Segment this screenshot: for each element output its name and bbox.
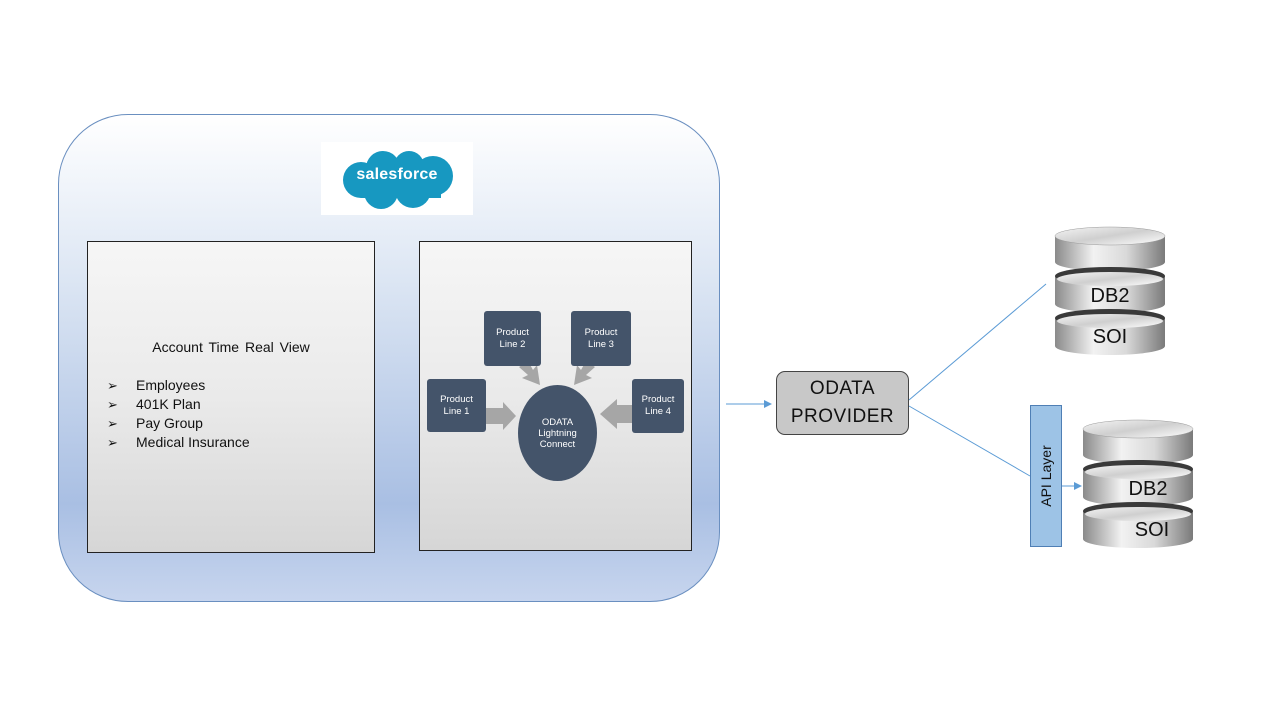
- provider-to-db1-line: [908, 283, 1047, 401]
- account-item: ➢ Employees: [107, 377, 205, 394]
- account-panel: [87, 241, 375, 553]
- connect-label-line3: Connect: [539, 438, 576, 450]
- db-1-top-label: DB2: [1090, 285, 1130, 307]
- db-2-top-label: DB2: [1128, 478, 1168, 500]
- account-item: ➢ Pay Group: [107, 415, 203, 432]
- account-item: ➢ Medical Insurance: [107, 434, 250, 451]
- db-2-bottom-label: SOI: [1134, 519, 1170, 541]
- arrow-line2-icon: [519, 361, 540, 385]
- product-line-label: Product: [496, 326, 529, 338]
- salesforce-cloud-icon: [343, 151, 453, 209]
- salesforce-logo-text: salesforce: [356, 166, 438, 183]
- product-line-number: Line 2: [499, 338, 526, 350]
- product-line-number: Line 3: [588, 338, 614, 350]
- product-line-label: Product: [440, 393, 473, 405]
- odata-lightning-connect-node: ODATA Lightning Connect: [518, 385, 597, 481]
- account-panel-title: Account Time Real View: [152, 339, 310, 355]
- api-layer-bar: [1030, 405, 1062, 547]
- database-1-icon: [1054, 226, 1166, 355]
- arrow-line3-icon: [574, 361, 595, 385]
- account-item-label: Medical Insurance: [136, 434, 250, 450]
- db-1-bottom-label: SOI: [1092, 326, 1128, 348]
- provider-to-api-line: [908, 405, 1031, 477]
- arrow-line4-icon: [600, 399, 633, 429]
- provider-label-line1: ODATA: [809, 378, 876, 399]
- account-item-label: Pay Group: [136, 415, 203, 431]
- product-line-label: Product: [641, 394, 675, 405]
- product-line-label: Product: [584, 326, 618, 338]
- product-line-number: Line 4: [645, 406, 671, 417]
- product-line-3-node: Product Line 3: [571, 311, 631, 366]
- arrowhead-bullet-icon: ➢: [107, 397, 118, 412]
- arrow-line1-icon: [486, 402, 516, 430]
- connect-label-line2: Lightning: [538, 427, 577, 439]
- product-line-2-node: Product Line 2: [484, 311, 541, 366]
- salesforce-logo: [321, 142, 473, 215]
- product-line-number: Line 1: [443, 405, 470, 417]
- product-line-1-node: Product Line 1: [427, 379, 486, 432]
- odata-provider-node: ODATA PROVIDER: [776, 371, 909, 435]
- product-line-4-node: Product Line 4: [632, 379, 684, 433]
- provider-label-line2: PROVIDER: [790, 406, 895, 427]
- arrowhead-bullet-icon: ➢: [107, 416, 118, 431]
- account-item-label: Employees: [136, 377, 206, 393]
- arrowhead-bullet-icon: ➢: [107, 435, 118, 450]
- connect-label-line1: ODATA: [541, 416, 574, 428]
- arrowhead-bullet-icon: ➢: [107, 378, 118, 393]
- account-item: ➢ 401K Plan: [107, 396, 201, 413]
- api-layer-label: API Layer: [1038, 445, 1054, 507]
- database-2-icon: [1082, 419, 1194, 548]
- account-item-label: 401K Plan: [136, 396, 201, 412]
